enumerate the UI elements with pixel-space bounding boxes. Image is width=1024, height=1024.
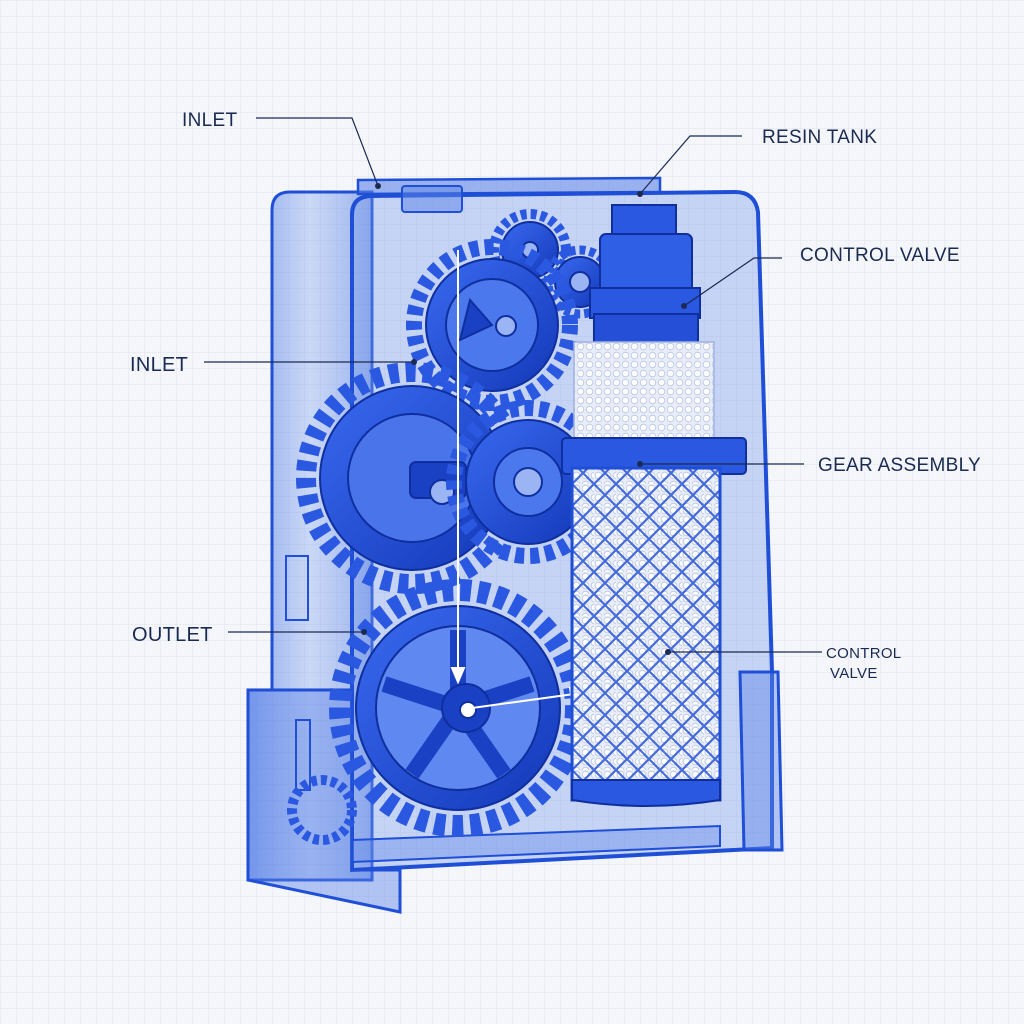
label-control-valve-bottom-line2: VALVE [830,665,878,682]
label-gear-assembly: GEAR ASSEMBLY [818,455,981,476]
label-outlet: OUTLET [132,624,213,646]
resin-tank [561,341,747,807]
label-inlet-middle: INLET [130,354,188,376]
label-control-valve-bottom-line1: CONTROL [826,645,901,662]
label-resin-tank: RESIN TANK [762,127,877,148]
label-inlet-top: INLET [182,110,237,131]
leader-lines [204,117,822,655]
rear-gear [287,775,357,845]
control-valve-head [589,204,701,345]
label-control-valve-top: CONTROL VALVE [800,245,960,266]
upper-gear [406,239,578,411]
